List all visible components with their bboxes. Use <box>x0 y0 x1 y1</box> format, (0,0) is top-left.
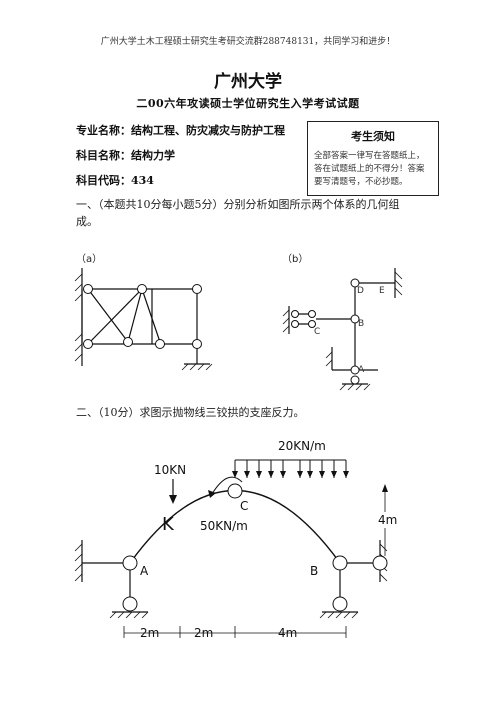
hinge-icon <box>350 314 360 324</box>
question-1: 一、（本题共10分每小题5分）分别分析如图所示两个体系的几何组 成。 <box>76 196 400 230</box>
university-name: 广州大学 <box>214 72 282 92</box>
hinge-icon <box>350 375 360 385</box>
node-label-a: A <box>358 365 365 375</box>
subject-row: 科目名称：结构力学 <box>76 147 175 163</box>
dimension-label: 2m <box>140 626 159 640</box>
notice-title: 考生须知 <box>351 130 395 143</box>
code-value: 434 <box>131 174 154 187</box>
subject-label: 科目名称： <box>76 149 131 162</box>
hinge-icon <box>155 339 165 349</box>
point-k-label: K <box>162 514 175 535</box>
code-label: 科目代码： <box>76 174 131 187</box>
hinge-icon <box>308 320 316 328</box>
notice-line: 全部答案一律写在答题纸上， <box>314 151 425 161</box>
figure-arch: 20KN/m 10KN 50KN/m K A B C 4m 2m 2m 4m <box>74 439 397 640</box>
hinge-icon <box>350 365 360 375</box>
major-row: 专业名称：结构工程、防灾减灾与防护工程 <box>76 122 285 138</box>
dimension-label: 4m <box>278 626 297 640</box>
hinge-icon <box>83 339 93 349</box>
code-row: 科目代码：434 <box>76 172 154 188</box>
dimension-label: 2m <box>194 626 213 640</box>
hinge-icon <box>192 339 202 349</box>
figure-a-truss <box>74 268 213 371</box>
hinge-icon <box>122 596 138 612</box>
node-label-d: D <box>357 286 364 296</box>
node-label-c: C <box>314 327 320 337</box>
hinge-icon <box>123 337 133 347</box>
node-label-e: E <box>379 286 385 296</box>
exam-title: 二00六年攻读硕士学位研究生入学考试试题 <box>136 97 360 110</box>
support-a-label: A <box>140 564 149 578</box>
hinge-icon <box>332 596 348 612</box>
support-b-label: B <box>310 564 318 578</box>
notice-line: 要写清题号，不必抄题。 <box>314 177 408 187</box>
question-2: 二、（10分）求图示抛物线三铰拱的支座反力。 <box>76 406 305 419</box>
question-1-line2: 成。 <box>76 215 98 228</box>
question-1-line1: 一、（本题共10分每小题5分）分别分析如图所示两个体系的几何组 <box>76 198 400 211</box>
figure-a-label: （a） <box>76 254 103 265</box>
hinge-c-label: C <box>240 499 248 513</box>
node-label-b: B <box>358 319 364 329</box>
hinge-icon <box>332 555 348 571</box>
figure-b-frame: D E B C A <box>282 268 403 391</box>
height-dimension-label: 4m <box>378 513 397 527</box>
hinge-icon <box>83 284 93 294</box>
major-label: 专业名称： <box>76 124 131 137</box>
major-value: 结构工程、防灾减灾与防护工程 <box>131 124 285 137</box>
hinge-icon <box>227 483 243 499</box>
hinge-icon <box>308 310 316 318</box>
hinge-icon <box>350 278 360 288</box>
subject-value: 结构力学 <box>131 149 175 162</box>
header-note: 广州大学土木工程硕士研究生考研交流群288748131，共同学习和进步！ <box>100 37 396 47</box>
moment-label: 50KN/m <box>200 519 248 533</box>
distributed-load-label: 20KN/m <box>278 439 326 453</box>
hinge-icon <box>291 320 299 328</box>
notice-box: 考生须知 全部答案一律写在答题纸上， 答在试题纸上的不得分！答案 要写清题号，不… <box>307 121 439 196</box>
hinge-icon <box>372 555 388 571</box>
hinge-icon <box>122 555 138 571</box>
notice-line: 答在试题纸上的不得分！答案 <box>314 164 425 174</box>
hinge-icon <box>137 284 147 294</box>
hinge-icon <box>192 284 202 294</box>
figure-b-label: （b） <box>282 254 309 265</box>
hinge-icon <box>291 310 299 318</box>
notice-body: 全部答案一律写在答题纸上， 答在试题纸上的不得分！答案 要写清题号，不必抄题。 <box>314 150 434 189</box>
point-load-label: 10KN <box>154 463 186 477</box>
